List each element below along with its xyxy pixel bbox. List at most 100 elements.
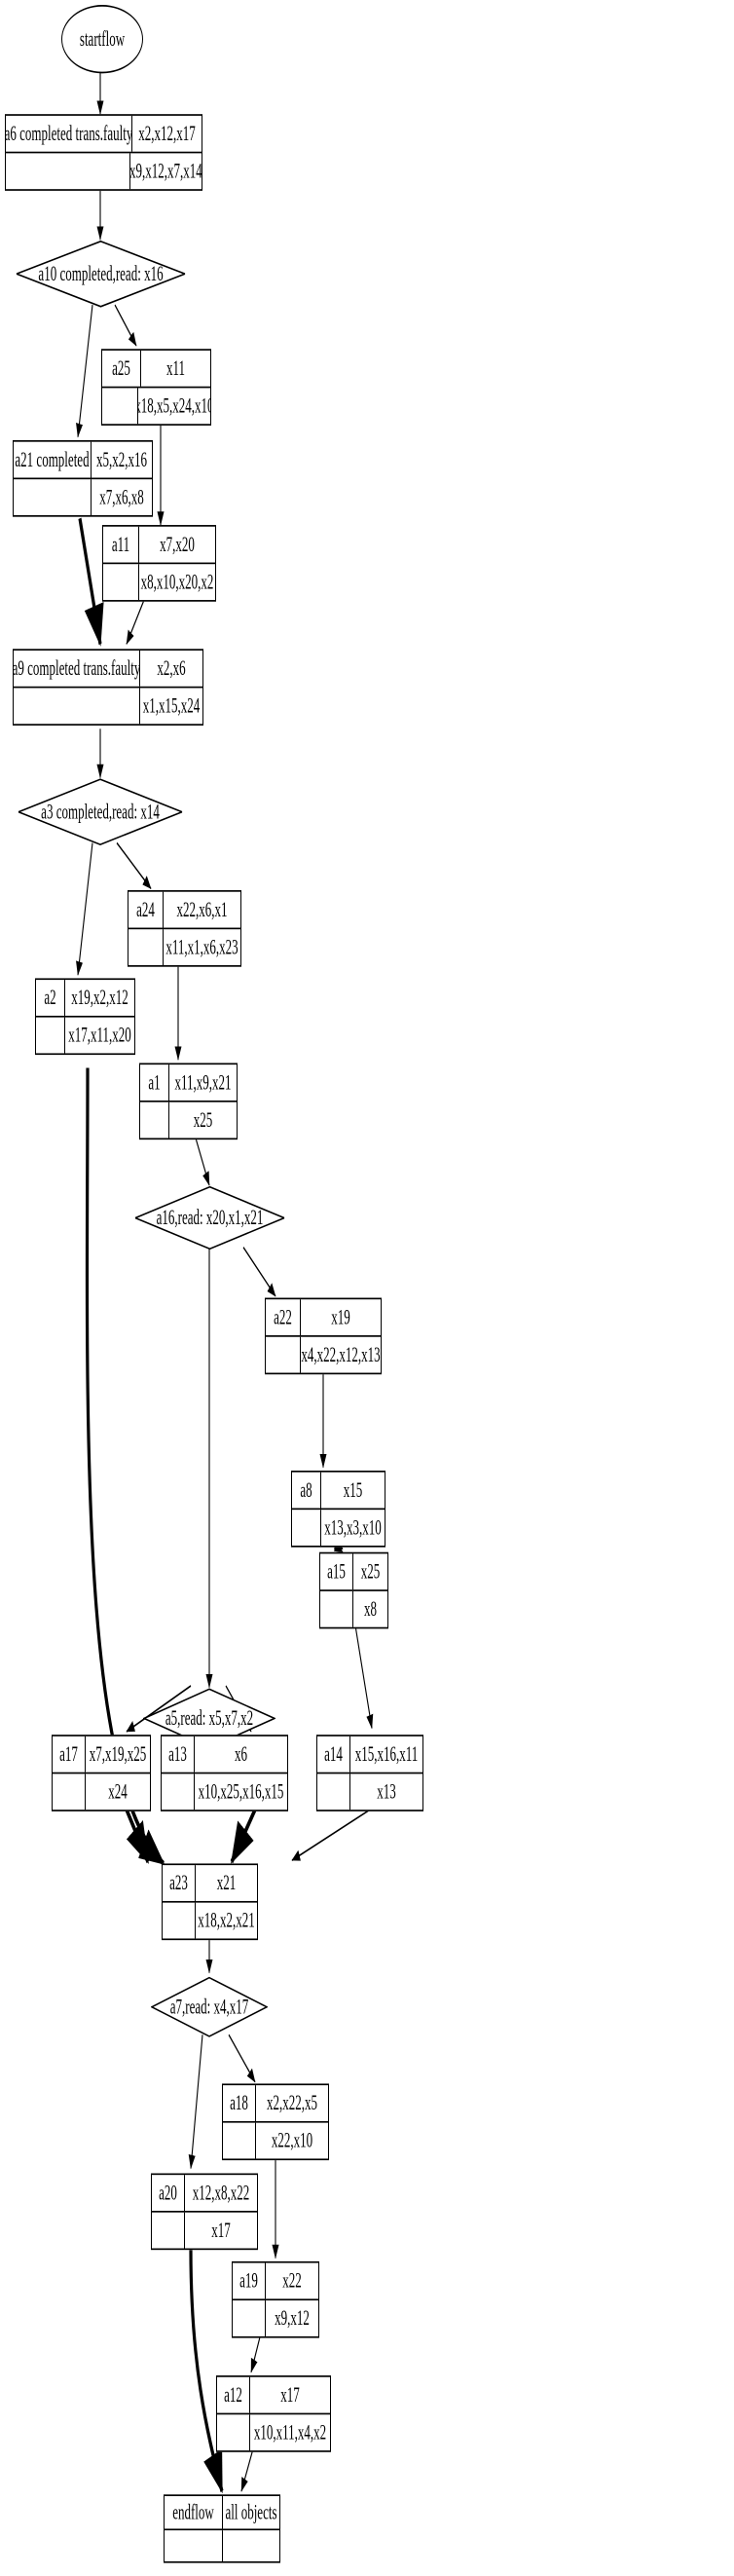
node-a23-row-top: a23 x21	[163, 1865, 257, 1901]
node-a13[interactable]: a13 x6 x10,x25,x16,x15	[161, 1735, 288, 1811]
node-a25-top-value: x11	[165, 355, 186, 381]
node-a15-row-bottom: x8	[320, 1589, 387, 1627]
node-a17-top-value: x7,x19,x25	[89, 1740, 147, 1766]
node-a24-row-bottom: x11,x1,x6,x23	[128, 927, 240, 966]
node-a24-bottom-value: x11,x1,x6,x23	[165, 934, 239, 959]
node-a18-top-value: x2,x22,x5	[267, 2090, 317, 2115]
node-a20-bottom-value: x17	[211, 2217, 231, 2242]
node-a13-blank	[162, 1773, 195, 1811]
node-a22-bottom-value: x4,x22,x12,x13	[301, 1341, 381, 1366]
node-a13-row-top: a13 x6	[162, 1736, 287, 1773]
node-a1-bottom-value: x25	[193, 1106, 213, 1132]
node-a17-id: a17	[53, 1736, 86, 1773]
node-a13-id: a13	[162, 1736, 195, 1773]
node-a11-row-bottom: x8,x10,x20,x2	[103, 562, 215, 601]
node-a23-id: a23	[163, 1865, 196, 1901]
node-endflow-row-bottom	[165, 2527, 279, 2561]
node-a2-row-top: a2 x19,x2,x12	[36, 980, 134, 1016]
node-a10-label: a10 completed,read: x16	[38, 260, 164, 285]
node-a7[interactable]: a7,read: x4,x17	[151, 1976, 268, 2038]
node-a19-blank	[233, 2300, 266, 2336]
node-a14-top-value: x15,x16,x11	[354, 1740, 419, 1766]
node-a11-id: a11	[103, 526, 139, 563]
node-a8-bottom-value: x13,x3,x10	[324, 1514, 382, 1540]
node-a6-row-bottom: x9,x12,x7,x14	[6, 151, 202, 190]
node-endflow-label: endflow	[165, 2495, 223, 2528]
node-a2-top-value: x19,x2,x12	[71, 985, 128, 1010]
node-a14-blank	[317, 1773, 350, 1811]
node-a15-blank	[320, 1590, 353, 1627]
node-a15-id: a15	[320, 1553, 353, 1590]
node-a18-bottom-value: x22,x10	[271, 2127, 313, 2152]
node-a19-bottom-value: x9,x12	[275, 2305, 310, 2331]
node-a22-top-value: x19	[331, 1304, 350, 1329]
node-a24-top-value: x22,x6,x1	[176, 896, 228, 921]
node-startflow[interactable]: startflow	[61, 5, 143, 74]
node-a9[interactable]: a9 completed trans.faulty x2,x6 x1,x15,x…	[13, 649, 203, 726]
node-a21-row-bottom: x7,x6,x8	[14, 477, 152, 515]
node-a21-top-value: x5,x2,x16	[96, 446, 147, 471]
node-a11-top-value: x7,x20	[160, 531, 195, 556]
node-a2-blank	[36, 1017, 65, 1054]
node-a15[interactable]: a15 x25 x8	[319, 1551, 388, 1629]
node-a9-bottom-value: x1,x15,x24	[142, 692, 201, 718]
node-a11-row-top: a11 x7,x20	[103, 526, 215, 563]
node-a22-row-top: a22 x19	[266, 1299, 381, 1336]
node-a13-bottom-value: x10,x25,x16,x15	[198, 1778, 284, 1804]
node-a13-top-value: x6	[235, 1740, 247, 1766]
node-a20[interactable]: a20 x12,x8,x22 x17	[151, 2173, 258, 2251]
diamond-shape-a3	[18, 778, 183, 846]
node-a1-blank	[140, 1101, 169, 1139]
node-a1-row-bottom: x25	[140, 1100, 237, 1139]
node-a9-row-bottom: x1,x15,x24	[14, 686, 202, 725]
node-a2[interactable]: a2 x19,x2,x12 x17,x11,x20	[35, 978, 135, 1056]
node-a25-blank	[102, 388, 138, 425]
node-a18-blank	[223, 2122, 256, 2159]
node-a12[interactable]: a12 x17 x10,x11,x4,x2	[216, 2375, 331, 2452]
node-a13-row-bottom: x10,x25,x16,x15	[162, 1772, 287, 1811]
diamond-shape-a16	[134, 1185, 285, 1251]
node-a23-blank	[163, 1902, 196, 1939]
node-a22-blank	[266, 1336, 301, 1373]
node-a21-bottom-value: x7,x6,x8	[99, 484, 144, 509]
node-a20-blank	[152, 2212, 185, 2249]
node-a1[interactable]: a1 x11,x9,x21 x25	[139, 1063, 238, 1140]
diamond-shape-a10	[16, 240, 186, 308]
node-a17-row-top: a17 x7,x19,x25	[53, 1736, 150, 1773]
node-a22[interactable]: a22 x19 x4,x22,x12,x13	[265, 1297, 382, 1375]
node-a7-label: a7,read: x4,x17	[169, 1994, 249, 2019]
node-a14-row-top: a14 x15,x16,x11	[317, 1736, 422, 1773]
node-a23-bottom-value: x18,x2,x21	[198, 1907, 255, 1932]
node-a14[interactable]: a14 x15,x16,x11 x13	[316, 1735, 423, 1811]
node-a16[interactable]: a16,read: x20,x1,x21	[134, 1185, 285, 1251]
node-a25[interactable]: a25 x11 x18,x5,x24,x10	[101, 349, 211, 426]
node-a21-id: a21 completed	[14, 441, 92, 478]
node-a3[interactable]: a3 completed,read: x14	[18, 778, 183, 846]
node-a22-id: a22	[266, 1299, 301, 1336]
node-endflow-blank-right	[223, 2529, 279, 2561]
node-a24[interactable]: a24 x22,x6,x1 x11,x1,x6,x23	[128, 890, 241, 967]
node-a10[interactable]: a10 completed,read: x16	[16, 240, 186, 308]
node-a2-id: a2	[36, 980, 65, 1016]
node-a14-id: a14	[317, 1736, 350, 1773]
node-a18[interactable]: a18 x2,x22,x5 x22,x10	[222, 2083, 329, 2161]
node-a23[interactable]: a23 x21 x18,x2,x21	[162, 1863, 258, 1941]
node-a14-row-bottom: x13	[317, 1772, 422, 1811]
node-a11[interactable]: a11 x7,x20 x8,x10,x20,x2	[102, 525, 216, 602]
node-a22-row-bottom: x4,x22,x12,x13	[266, 1335, 381, 1373]
node-a20-row-bottom: x17	[152, 2211, 257, 2249]
node-a6[interactable]: a6 completed trans.faulty x2,x12,x17 x9,…	[5, 114, 202, 191]
node-a17[interactable]: a17 x7,x19,x25 x24	[52, 1735, 151, 1811]
node-a6-row-top: a6 completed trans.faulty x2,x12,x17	[6, 115, 202, 152]
node-a24-blank	[128, 929, 164, 966]
node-a6-bottom-value: x9,x12,x7,x14	[129, 158, 202, 183]
node-a17-bottom-value: x24	[108, 1778, 128, 1804]
node-a8[interactable]: a8 x15 x13,x3,x10	[291, 1470, 385, 1548]
node-a16-label: a16,read: x20,x1,x21	[156, 1205, 264, 1230]
node-a6-id: a6 completed trans.faulty	[6, 115, 132, 152]
node-endflow[interactable]: endflow all objects	[164, 2494, 280, 2563]
node-a21[interactable]: a21 completed x5,x2,x16 x7,x6,x8	[13, 439, 153, 517]
node-endflow-objects: all objects	[225, 2498, 277, 2524]
node-a9-id: a9 completed trans.faulty	[14, 650, 140, 687]
node-a19[interactable]: a19 x22 x9,x12	[232, 2260, 319, 2338]
